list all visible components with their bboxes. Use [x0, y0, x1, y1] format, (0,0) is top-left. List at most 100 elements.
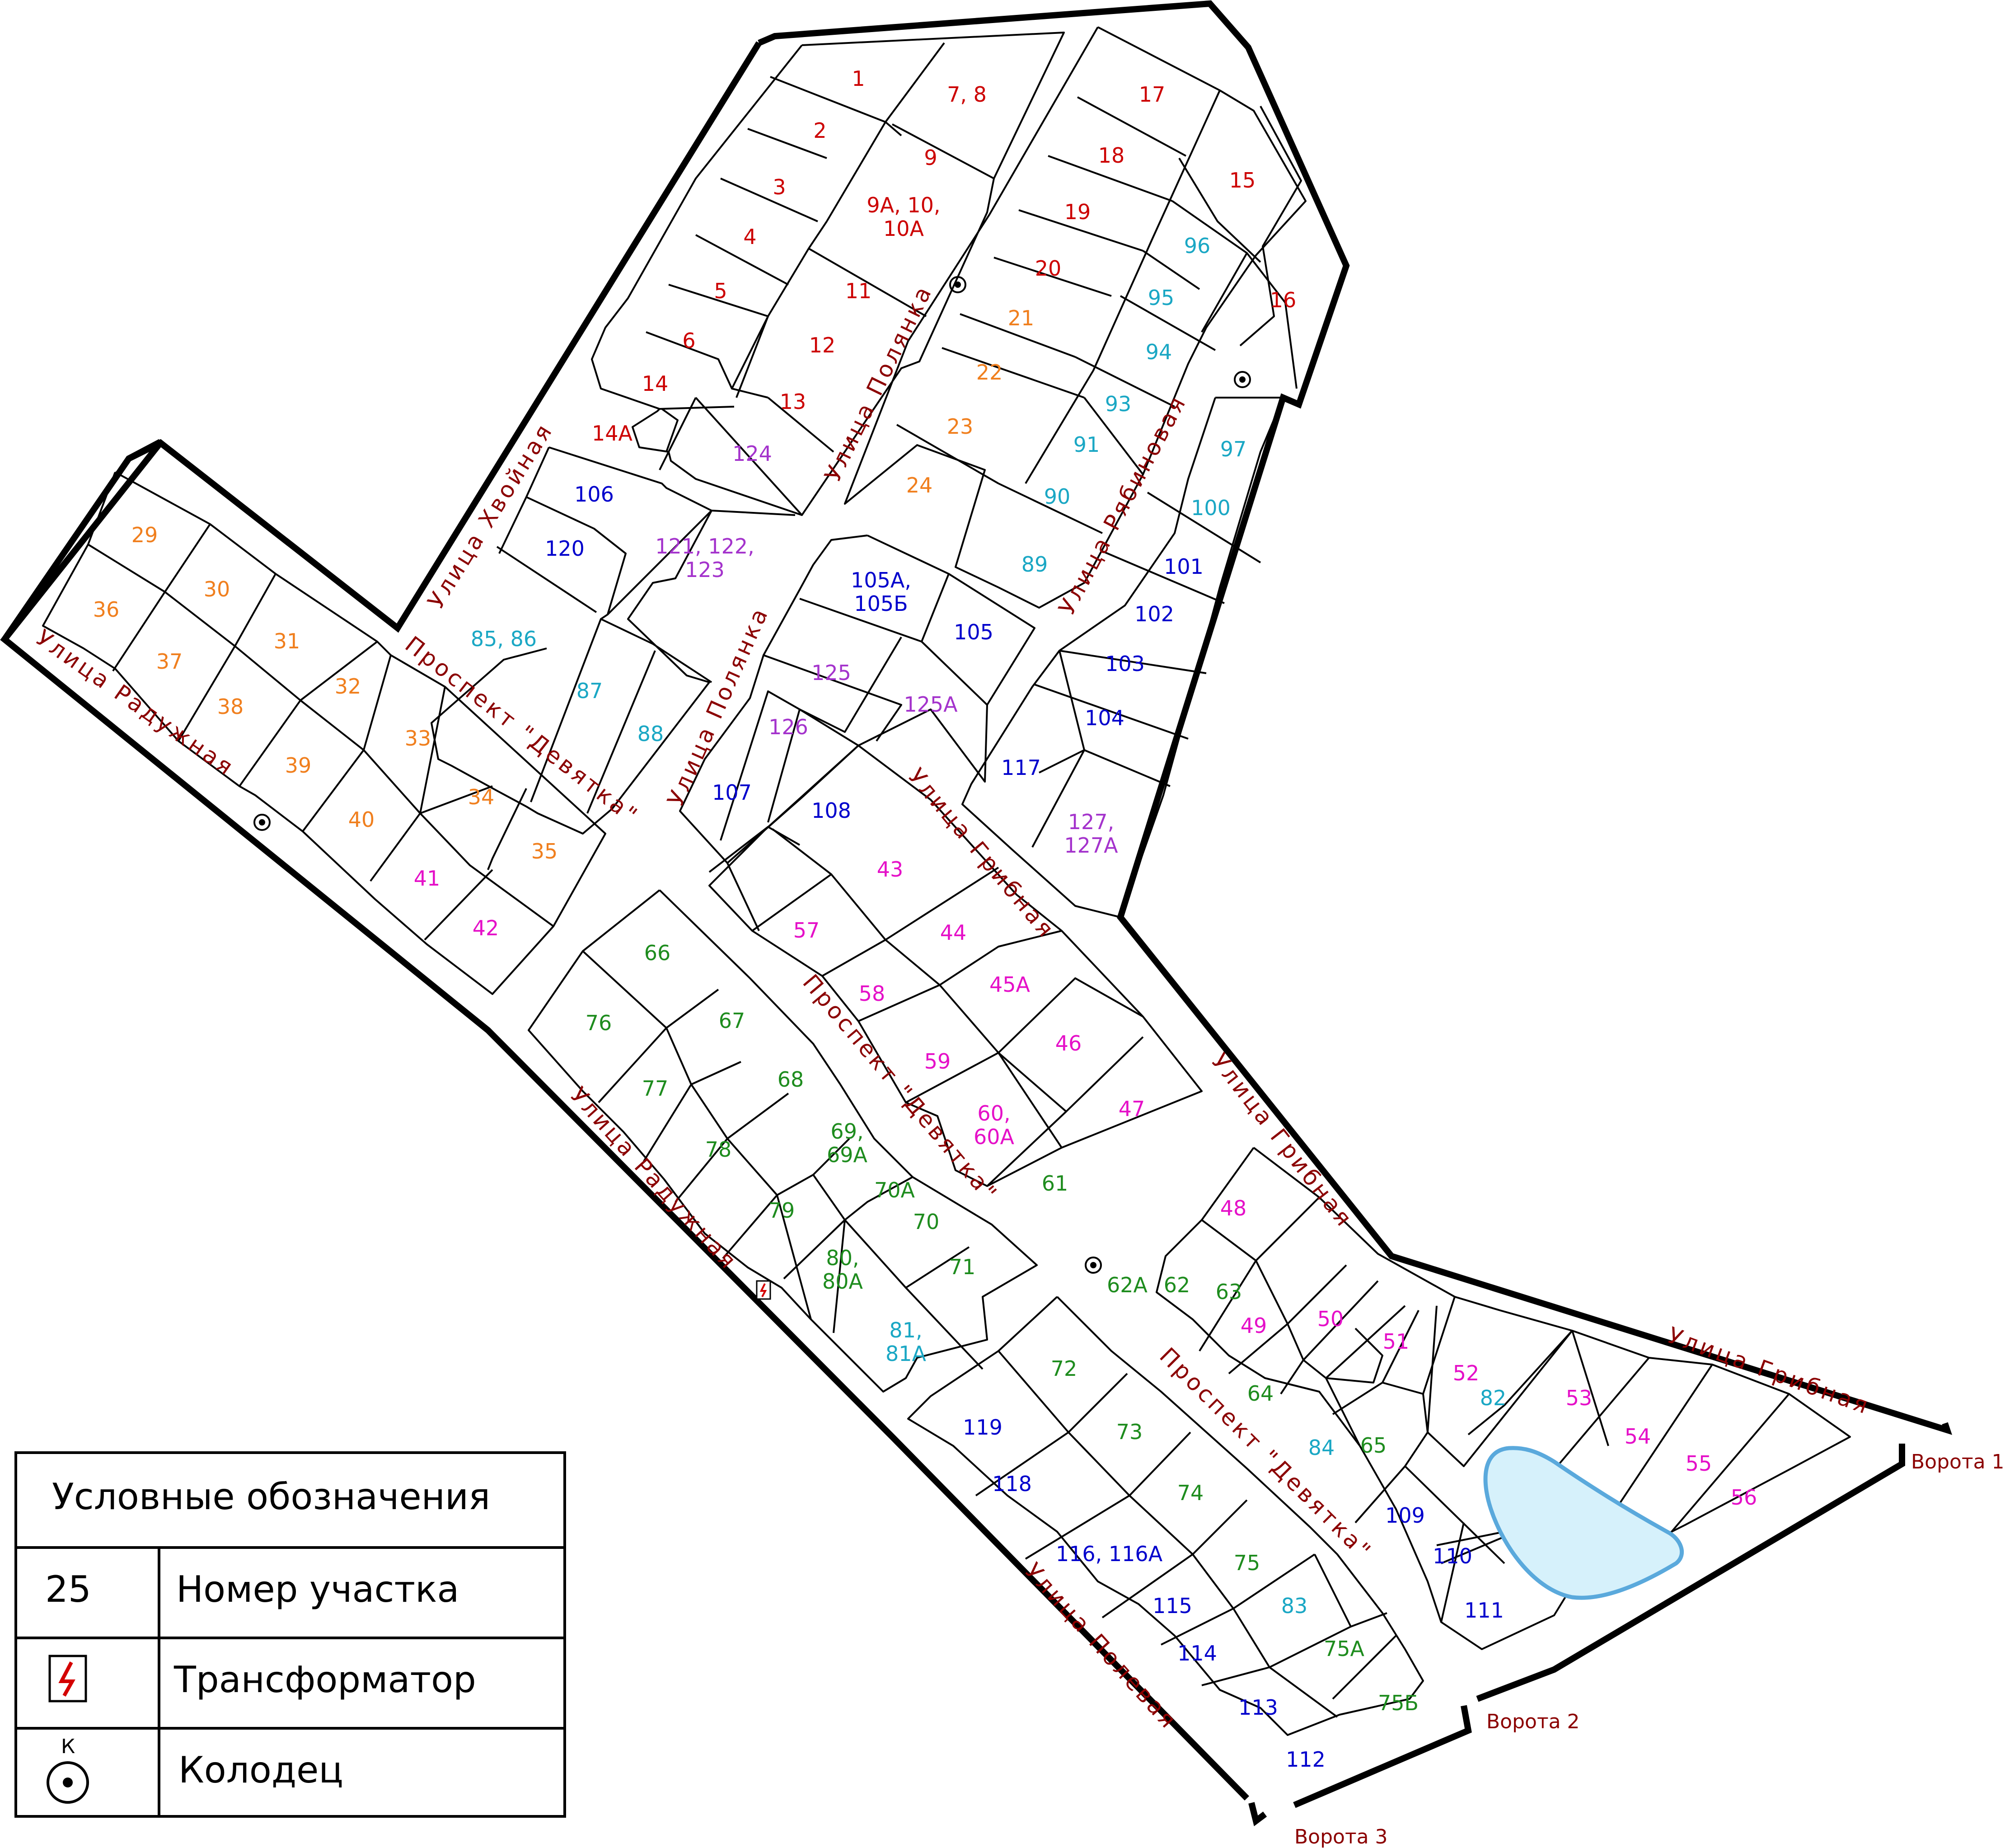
legend-transformer-icon [48, 1655, 87, 1703]
plot-number: 126 [768, 715, 808, 739]
plot-number: 32 [335, 674, 361, 699]
plot-numbers: 1 7, 8 2 9 3 9А, 10, 10А 4 5 11 6 12 14 … [93, 66, 1757, 1772]
well-icon [949, 276, 966, 293]
outer-fence [0, 0, 1952, 1826]
plot-number: 91 [1073, 432, 1100, 457]
plot-number: 125А [904, 692, 958, 717]
plot-number: 55 [1686, 1451, 1712, 1476]
plot-number: 62А [1107, 1273, 1148, 1297]
plot-number: 114 [1177, 1641, 1217, 1665]
plot-number: 73 [1116, 1420, 1143, 1444]
plot-number: 13 [780, 389, 806, 414]
legend: Условные обозначения 25 Номер участка Тр… [14, 1451, 566, 1818]
plot-number: 96 [1184, 234, 1211, 258]
plot-number: 105Б [854, 591, 908, 616]
plot-number: 34 [468, 785, 495, 809]
street-raduzhnaya-north: Улица Радужная [31, 624, 240, 781]
plot-number: 70 [913, 1210, 940, 1234]
plot-number: 68 [778, 1067, 804, 1092]
plot-number: 93 [1105, 392, 1132, 416]
plot-number: 56 [1731, 1485, 1757, 1510]
plot-number: 54 [1625, 1424, 1651, 1449]
plot-number: 87 [576, 679, 603, 703]
gate-labels: Ворота 1 Ворота 2 Ворота 3 [1294, 1450, 2005, 1848]
plot-number: 43 [877, 857, 904, 882]
plot-number: 105 [954, 620, 993, 644]
plot-number: 112 [1286, 1747, 1326, 1772]
plot-number: 79 [768, 1198, 795, 1223]
plot-number: 18 [1098, 143, 1125, 168]
plot-number: 42 [473, 916, 499, 940]
plot-number: 19 [1064, 200, 1091, 224]
plot-number: 105А, [851, 568, 911, 592]
street-polevaya: Улица Полевая [1020, 1558, 1183, 1735]
plot-number: 69А [827, 1143, 868, 1167]
plot-number: 67 [719, 1008, 745, 1033]
plot-number: 49 [1241, 1313, 1267, 1338]
plot-number: 90 [1044, 484, 1071, 509]
plot-number: 24 [906, 473, 933, 497]
street-gribnaya-west: Улица Грибная [903, 763, 1060, 943]
plot-number: 53 [1566, 1386, 1593, 1410]
well-icon [1234, 371, 1251, 388]
plot-number: 71 [949, 1255, 976, 1279]
plot-number: 52 [1453, 1361, 1480, 1385]
plot-number: 77 [642, 1076, 669, 1101]
plot-number: 82 [1480, 1386, 1507, 1410]
plot-number: 22 [976, 360, 1003, 385]
plot-number: 12 [809, 333, 836, 357]
plot-number: 104 [1085, 706, 1124, 730]
plot-number: 65 [1360, 1433, 1387, 1458]
plot-number: 5 [714, 279, 727, 303]
plot-number: 11 [845, 279, 872, 303]
plot-number: 35 [531, 839, 558, 863]
plot-number: 124 [732, 441, 772, 466]
plot-number: 94 [1146, 340, 1172, 364]
plot-number: 40 [348, 807, 375, 832]
plot-number: 70А [874, 1178, 915, 1202]
plot-number: 16 [1270, 288, 1297, 312]
plot-number: 76 [586, 1011, 612, 1035]
plot-number: 83 [1281, 1594, 1308, 1618]
plot-number: 1 [852, 66, 865, 91]
plot-number: 59 [924, 1049, 951, 1074]
plot-number: 23 [947, 414, 974, 439]
plot-number: 69, [830, 1119, 863, 1144]
plot-number: 15 [1229, 168, 1256, 192]
legend-well-label: Колодец [178, 1749, 343, 1791]
plot-number: 95 [1148, 286, 1175, 310]
plot-number: 29 [131, 523, 158, 547]
plot-number: 125 [811, 661, 851, 685]
plot-number: 81А [885, 1341, 927, 1366]
street-devyatka-east: Проспект "Девятка" [1154, 1342, 1377, 1565]
plot-number: 75 [1234, 1551, 1260, 1575]
plot-number: 50 [1317, 1307, 1344, 1331]
plot-number: 100 [1191, 496, 1231, 520]
plot-number: 46 [1055, 1031, 1082, 1055]
gate-3-label: Ворота 3 [1294, 1825, 1388, 1848]
plot-number: 41 [414, 866, 440, 891]
plot-number: 72 [1051, 1356, 1077, 1381]
plot-number: 107 [712, 780, 752, 805]
plot-number: 47 [1119, 1097, 1145, 1121]
plot-number: 80, [826, 1246, 859, 1270]
plot-number: 21 [1008, 306, 1035, 330]
plot-number: 102 [1134, 602, 1174, 626]
plot-number: 117 [1001, 755, 1041, 780]
legend-well-mark: К [61, 1735, 75, 1758]
plot-number: 2 [813, 118, 826, 143]
plot-number: 60А [974, 1125, 1015, 1149]
pond [1483, 1446, 1684, 1600]
plot-number: 106 [574, 482, 614, 507]
plot-number: 44 [940, 920, 967, 945]
plot-number: 6 [682, 328, 695, 353]
well-icon [253, 814, 271, 831]
plot-number: 109 [1385, 1503, 1425, 1528]
plot-number: 89 [1021, 552, 1048, 577]
plot-number: 62 [1164, 1273, 1190, 1297]
plot-number: 111 [1464, 1598, 1504, 1623]
plot-number: 127А [1064, 833, 1118, 858]
plot-number: 9А, 10, [867, 193, 940, 217]
plot-number: 61 [1042, 1171, 1068, 1196]
plot-number: 75А [1324, 1637, 1365, 1661]
